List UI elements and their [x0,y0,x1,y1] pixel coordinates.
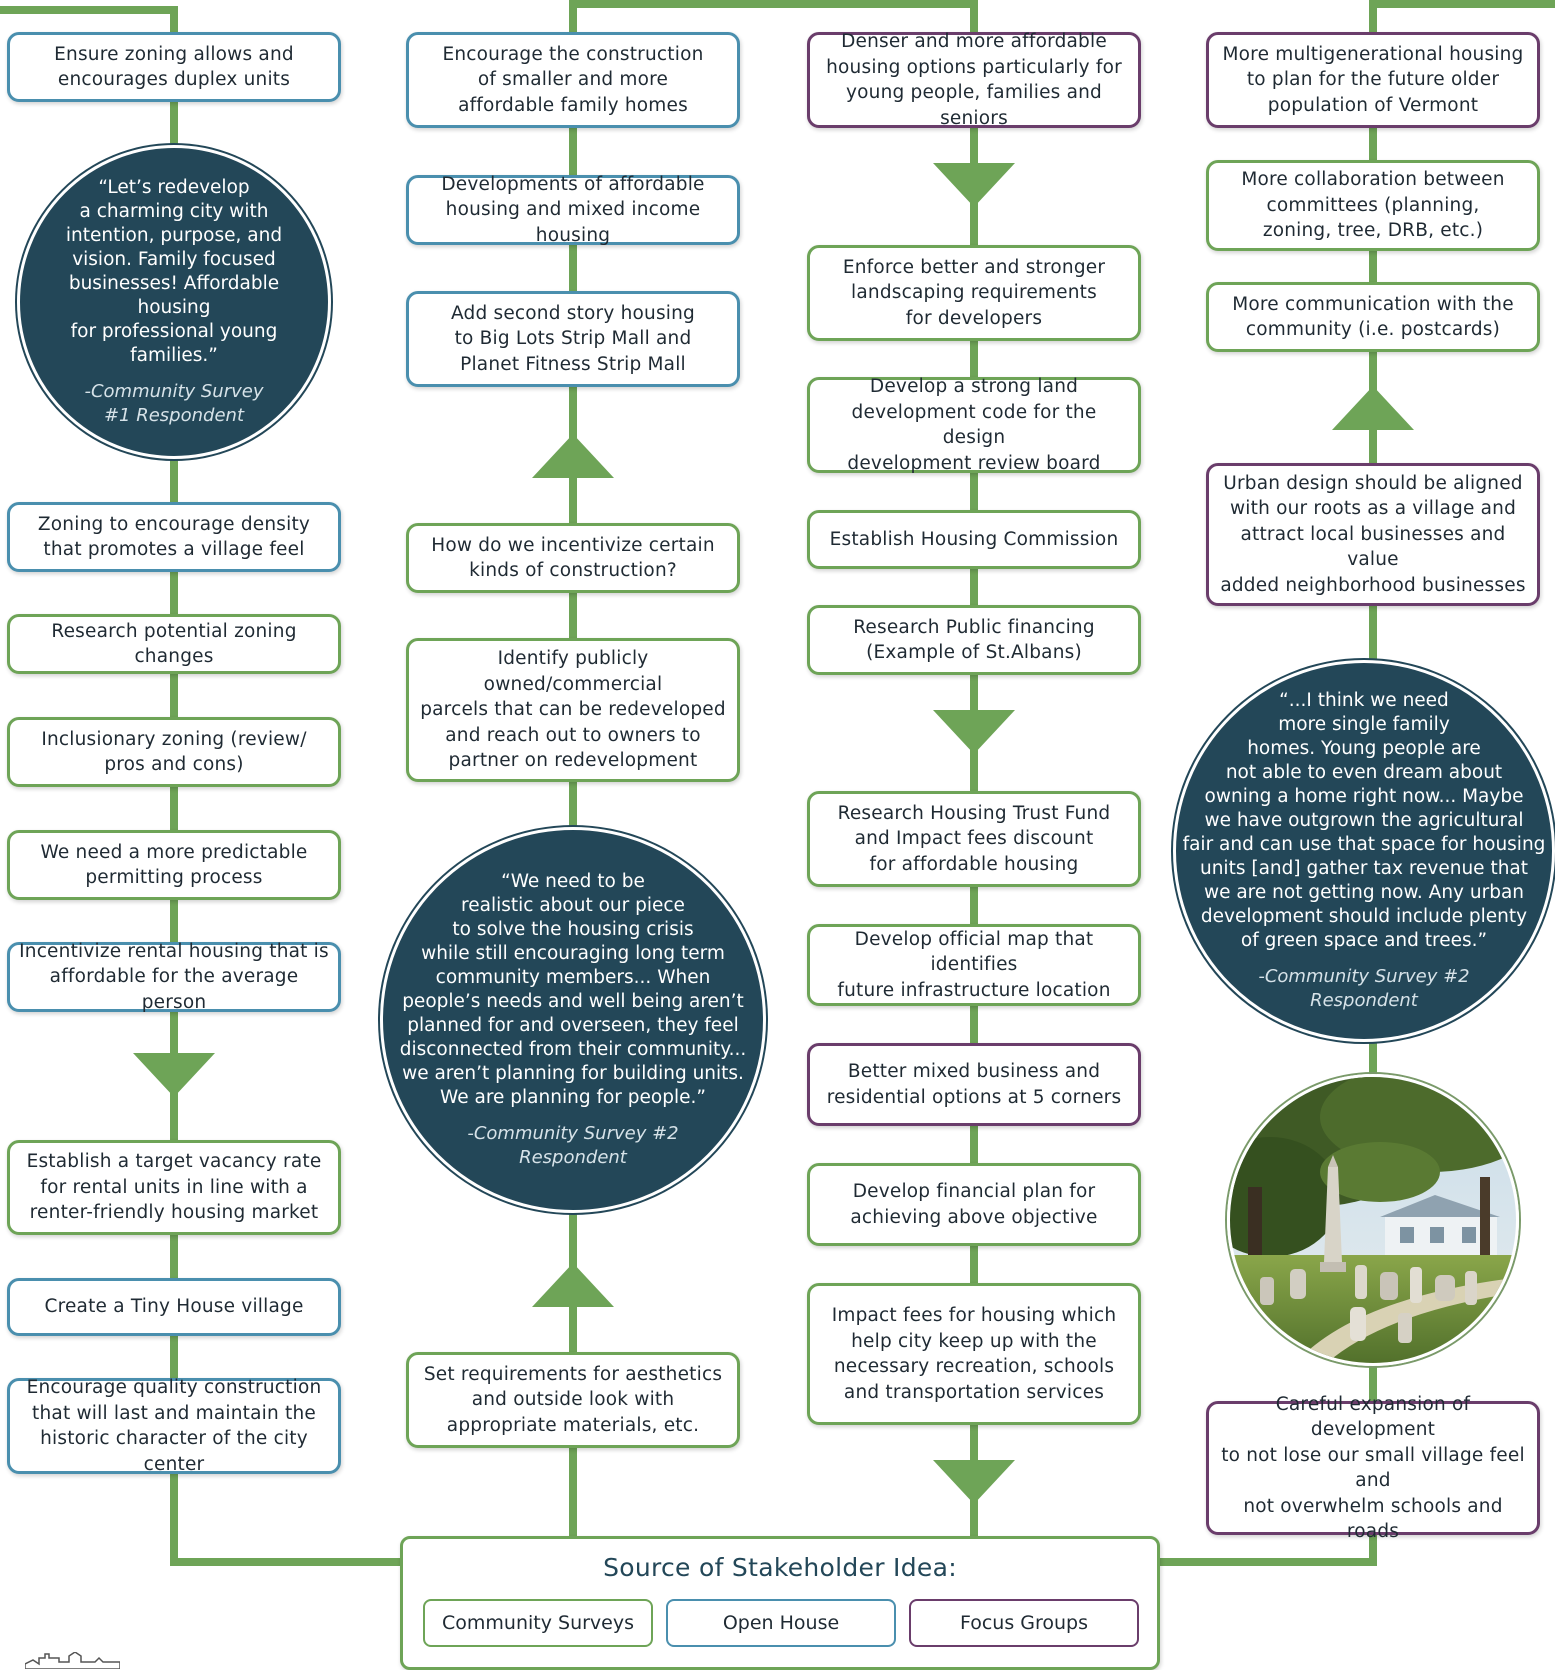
idea-box: Encourage the construction of smaller an… [406,32,740,128]
legend-item-focus-groups: Focus Groups [909,1599,1139,1647]
quote-circle: “Let’s redevelop a charming city with in… [17,145,331,459]
legend-item-label: Focus Groups [959,1612,1089,1634]
legend-item-label: Community Surveys [442,1612,634,1634]
idea-text: Set requirements for aesthetics and outs… [423,1363,723,1436]
idea-text: Impact fees for housing which help city … [831,1305,1117,1403]
idea-text: How do we incentivize certain kinds of c… [431,534,715,582]
idea-box: Identify publicly owned/commercial parce… [406,638,740,782]
idea-box: Develop official map that identifies fut… [807,924,1141,1006]
idea-box: Better mixed business and residential op… [807,1043,1141,1126]
idea-text: Denser and more affordable housing optio… [826,31,1122,129]
idea-box: Establish Housing Commission [807,510,1141,569]
idea-box: Urban design should be aligned with our … [1206,463,1540,606]
idea-text: Research potential zoning changes [51,620,297,668]
connector-line [170,1558,405,1566]
idea-box: Developments of affordable housing and m… [406,174,740,246]
legend-title: Source of Stakeholder Idea: [603,1553,957,1582]
idea-text: Inclusionary zoning (review/ pros and co… [41,728,307,776]
idea-box: Research potential zoning changes [7,614,341,674]
idea-box: Enforce better and stronger landscaping … [807,245,1141,341]
idea-text: Developments of affordable housing and m… [441,173,705,246]
idea-text: More collaboration between committees (p… [1241,169,1505,242]
idea-text: Enforce better and stronger landscaping … [842,256,1106,329]
idea-text: Add second story housing to Big Lots Str… [450,302,696,375]
quote-text: “We need to be realistic about our piece… [399,871,747,1108]
city-skyline-logo-icon [25,1652,120,1669]
idea-text: Ensure zoning allows and encourages dupl… [54,43,294,91]
idea-text: Research Public financing (Example of St… [853,616,1095,664]
idea-box: Establish a target vacancy rate for rent… [7,1140,341,1235]
arrow-up-icon [532,1263,614,1307]
idea-text: Develop a strong land development code f… [847,376,1101,474]
legend-item-open-house: Open House [666,1599,896,1647]
arrow-down-icon [133,1053,215,1097]
idea-text: Careful expansion of development to not … [1221,1393,1525,1543]
quote-source: -Community Survey #1 Respondent [84,381,264,426]
idea-box: More communication with the community (i… [1206,282,1540,352]
idea-box: Develop financial plan for achieving abo… [807,1163,1141,1246]
idea-box: Incentivize rental housing that is affor… [7,941,341,1013]
idea-box: Careful expansion of development to not … [1206,1394,1540,1542]
cemetery-photo [1227,1074,1519,1366]
quote-text: “...I think we need more single family h… [1182,690,1546,951]
idea-box: Set requirements for aesthetics and outs… [406,1352,740,1448]
legend-item-label: Open House [722,1612,840,1634]
connector-line [1369,0,1555,8]
source-legend: Source of Stakeholder Idea: Community Su… [400,1536,1160,1670]
idea-text: Encourage the construction of smaller an… [442,43,704,116]
idea-text: Zoning to encourage density that promote… [37,513,311,561]
idea-box: Research Housing Trust Fund and Impact f… [807,791,1141,887]
idea-text: Develop financial plan for achieving abo… [850,1181,1098,1228]
idea-box: Develop a strong land development code f… [807,376,1141,474]
idea-text: Establish Housing Commission [829,528,1119,550]
idea-text: Encourage quality construction that will… [26,1377,322,1475]
idea-text: More communication with the community (i… [1232,293,1514,341]
idea-box: Ensure zoning allows and encourages dupl… [7,32,341,102]
connector-line [1155,1558,1377,1566]
idea-text: We need a more predictable permitting pr… [40,841,308,889]
idea-text: Develop official map that identifies fut… [837,928,1111,1001]
cemetery-photo-image [1230,1077,1516,1363]
idea-text: Research Housing Trust Fund and Impact f… [837,802,1111,875]
idea-box: Inclusionary zoning (review/ pros and co… [7,717,341,787]
idea-box: Impact fees for housing which help city … [807,1283,1141,1425]
legend-item-community-surveys: Community Surveys [423,1599,653,1647]
connector-line [569,0,978,8]
idea-box: More collaboration between committees (p… [1206,160,1540,251]
idea-box: Research Public financing (Example of St… [807,605,1141,675]
idea-text: Establish a target vacancy rate for rent… [26,1151,322,1224]
idea-box: Denser and more affordable housing optio… [807,31,1141,129]
idea-box: More multigenerational housing to plan f… [1206,32,1540,128]
idea-box: Encourage quality construction that will… [7,1377,341,1475]
arrow-down-icon [933,1460,1015,1504]
idea-text: Identify publicly owned/commercial parce… [420,648,726,772]
idea-text: Better mixed business and residential op… [826,1061,1122,1108]
quote-circle: “...I think we need more single family h… [1173,660,1555,1042]
arrow-up-icon [1332,386,1414,430]
quote-source: -Community Survey #2 Respondent [1258,966,1470,1011]
quote-text: “Let’s redevelop a charming city with in… [65,177,283,366]
idea-text: Create a Tiny House village [44,1296,304,1318]
connector-line [0,6,178,14]
idea-box: Create a Tiny House village [7,1278,341,1336]
arrow-down-icon [933,163,1015,207]
quote-circle: “We need to be realistic about our piece… [380,827,766,1213]
idea-box: Add second story housing to Big Lots Str… [406,291,740,387]
idea-box: We need a more predictable permitting pr… [7,830,341,900]
quote-source: -Community Survey #2 Respondent [467,1123,679,1168]
idea-box: Zoning to encourage density that promote… [7,502,341,572]
idea-text: Incentivize rental housing that is affor… [19,940,329,1013]
idea-text: More multigenerational housing to plan f… [1222,43,1524,116]
idea-box: How do we incentivize certain kinds of c… [406,523,740,593]
idea-text: Urban design should be aligned with our … [1220,472,1526,596]
arrow-down-icon [933,710,1015,754]
arrow-up-icon [532,434,614,478]
connector-line [970,0,978,1545]
